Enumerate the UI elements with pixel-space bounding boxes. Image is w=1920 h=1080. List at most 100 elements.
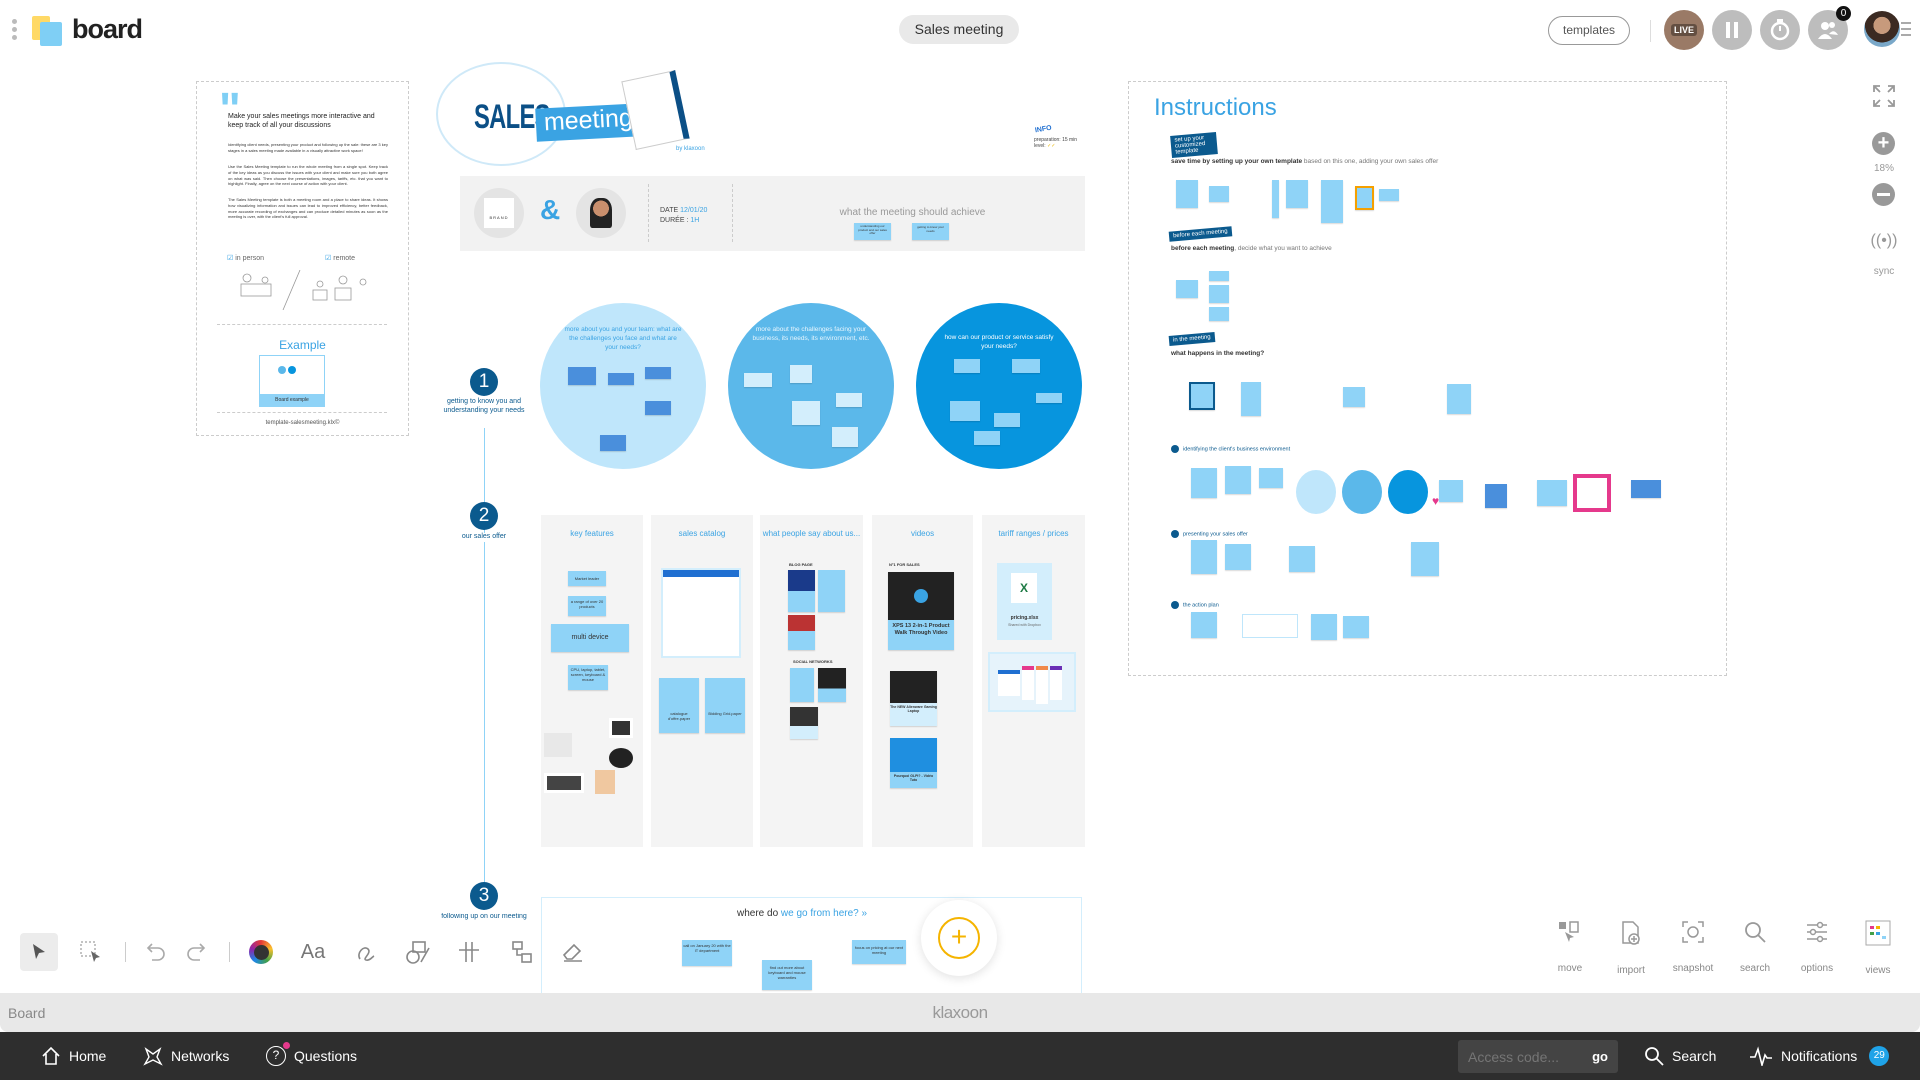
- followup-note[interactable]: focus on pricing at our next meeting: [852, 940, 906, 964]
- needs-circle-solution[interactable]: how can our product or service satisfy y…: [916, 303, 1082, 469]
- contact-avatar[interactable]: [576, 188, 626, 238]
- needs-circle-business[interactable]: more about the challenges facing your bu…: [728, 303, 894, 469]
- sticky-note[interactable]: [1012, 359, 1040, 373]
- nav-networks[interactable]: Networks: [143, 1044, 229, 1068]
- sticky-note[interactable]: multi device: [551, 624, 629, 652]
- home-icon: [42, 1046, 60, 1065]
- instructions-panel[interactable]: Instructions set up your customized temp…: [1128, 81, 1727, 676]
- video-card[interactable]: The NEW Alienware Gaming Laptop: [890, 671, 937, 726]
- sticky-note[interactable]: [790, 365, 812, 383]
- nav-search[interactable]: Search: [1644, 1044, 1716, 1068]
- section-heading: save time by setting up your own templat…: [1171, 158, 1439, 165]
- column-prices[interactable]: tariff ranges / prices X pricing.xlsx Sh…: [982, 515, 1085, 847]
- multi-select-tool[interactable]: [72, 933, 110, 971]
- user-avatar[interactable]: [1864, 11, 1900, 47]
- zoom-out-button[interactable]: [1872, 183, 1895, 206]
- views-button[interactable]: views: [1848, 920, 1908, 976]
- video-card[interactable]: XPS 13 2-in-1 Product Walk Through Video: [888, 572, 954, 650]
- example-title: Example: [279, 338, 326, 352]
- goal-note[interactable]: getting to know your needs: [912, 223, 949, 240]
- snapshot-button[interactable]: snapshot: [1663, 920, 1723, 974]
- sticky-note[interactable]: [1036, 393, 1062, 403]
- social-card[interactable]: [790, 668, 814, 702]
- sync-icon[interactable]: ((•)): [1870, 232, 1898, 249]
- followup-note[interactable]: find out more about keyboard and mouse w…: [762, 960, 812, 990]
- nav-questions[interactable]: ? Questions: [266, 1042, 357, 1068]
- intro-title: Make your sales meetings more interactiv…: [228, 113, 375, 130]
- eraser-tool[interactable]: [554, 933, 592, 971]
- pause-button[interactable]: [1712, 10, 1752, 50]
- sticky-note[interactable]: [744, 373, 772, 387]
- followup-note[interactable]: call on January 20 with the IT departmen…: [682, 940, 732, 966]
- options-button[interactable]: options: [1787, 920, 1847, 974]
- pricing-table-image[interactable]: [988, 652, 1076, 712]
- redo-button[interactable]: [177, 933, 215, 971]
- sticky-note[interactable]: [568, 367, 596, 385]
- zoom-in-button[interactable]: +: [1872, 132, 1895, 155]
- sticky-note[interactable]: [974, 431, 1000, 445]
- video-section-label: N°1 FOR SALES: [889, 562, 920, 567]
- access-code-input[interactable]: [1468, 1047, 1578, 1067]
- sticky-note[interactable]: a range of over 20 products: [568, 596, 606, 616]
- grid-tool[interactable]: [450, 933, 488, 971]
- board-title-pill[interactable]: Sales meeting: [899, 15, 1019, 44]
- sticky-note[interactable]: [994, 413, 1020, 427]
- templates-button[interactable]: templates: [1548, 16, 1630, 45]
- connector-tool[interactable]: [503, 933, 541, 971]
- fullscreen-button[interactable]: [1873, 85, 1895, 107]
- social-card[interactable]: [818, 668, 846, 702]
- nav-home[interactable]: Home: [41, 1044, 106, 1068]
- undo-button[interactable]: [137, 933, 175, 971]
- sticky-note[interactable]: [600, 435, 626, 451]
- column-key-features[interactable]: key features Market leader a range of ov…: [541, 515, 643, 847]
- file-card[interactable]: Bidding Grid.paper: [705, 678, 745, 733]
- followup-area[interactable]: where do we go from here? » call on Janu…: [541, 897, 1082, 993]
- sticky-note[interactable]: [645, 401, 671, 415]
- user-menu-icon[interactable]: [1901, 22, 1911, 36]
- live-avatar[interactable]: LIVE: [1664, 10, 1704, 50]
- shapes-tool[interactable]: [399, 933, 437, 971]
- sticky-note[interactable]: [832, 427, 858, 447]
- column-videos[interactable]: videos N°1 FOR SALES XPS 13 2-in-1 Produ…: [872, 515, 973, 847]
- needs-circle-team[interactable]: more about you and your team: what are t…: [540, 303, 706, 469]
- timer-button[interactable]: [1760, 10, 1800, 50]
- intro-paragraph: The Sales Meeting template is both a mee…: [228, 197, 388, 220]
- sticky-note[interactable]: [950, 401, 980, 421]
- step-2-badge: 2: [470, 502, 498, 530]
- access-code-field[interactable]: go: [1458, 1040, 1618, 1073]
- blog-card[interactable]: [788, 570, 815, 612]
- social-card[interactable]: [790, 707, 818, 739]
- sticky-note[interactable]: [792, 401, 820, 425]
- pricing-file-card[interactable]: X pricing.xlsx Shared with Dropbox: [997, 563, 1052, 640]
- search-button[interactable]: search: [1725, 920, 1785, 974]
- blog-card[interactable]: [788, 615, 815, 650]
- sticky-note[interactable]: Market leader: [568, 571, 606, 586]
- client-brand-logo[interactable]: BRAND: [474, 188, 524, 238]
- example-thumbnail[interactable]: Board example: [259, 355, 325, 407]
- text-tool[interactable]: Aa: [300, 940, 326, 963]
- sticky-note[interactable]: [836, 393, 862, 407]
- divider: [125, 942, 126, 962]
- instruction-note: [1225, 466, 1251, 494]
- draw-tool[interactable]: [346, 933, 384, 971]
- sticky-note[interactable]: [954, 359, 980, 373]
- nav-notifications[interactable]: Notifications 29: [1749, 1044, 1890, 1068]
- sticky-note[interactable]: [608, 373, 634, 385]
- select-tool[interactable]: [20, 933, 58, 971]
- column-testimonials[interactable]: what people say about us... BLOG PAGE SO…: [760, 515, 863, 847]
- sticky-note[interactable]: [645, 367, 671, 379]
- goal-note[interactable]: understanding our product and our sales …: [854, 223, 891, 240]
- column-sales-catalog[interactable]: sales catalog catalogue d'offre.paper Bi…: [651, 515, 753, 847]
- move-button[interactable]: move: [1540, 920, 1600, 974]
- go-button[interactable]: go: [1592, 1049, 1608, 1064]
- intro-panel[interactable]: " Make your sales meetings more interact…: [196, 81, 409, 436]
- catalog-screenshot[interactable]: [661, 568, 741, 658]
- import-button[interactable]: import: [1601, 920, 1661, 976]
- app-menu-dots[interactable]: [12, 19, 18, 41]
- color-picker[interactable]: [242, 933, 280, 971]
- file-card[interactable]: catalogue d'offre.paper: [659, 678, 699, 733]
- add-item-button[interactable]: +: [921, 900, 997, 976]
- blog-card[interactable]: [818, 570, 845, 612]
- sticky-note[interactable]: CPU, laptop, tablet, screen, keyboard & …: [568, 665, 608, 690]
- video-card[interactable]: Pourquoi GLPI? - Vidéo Tuto: [890, 738, 937, 788]
